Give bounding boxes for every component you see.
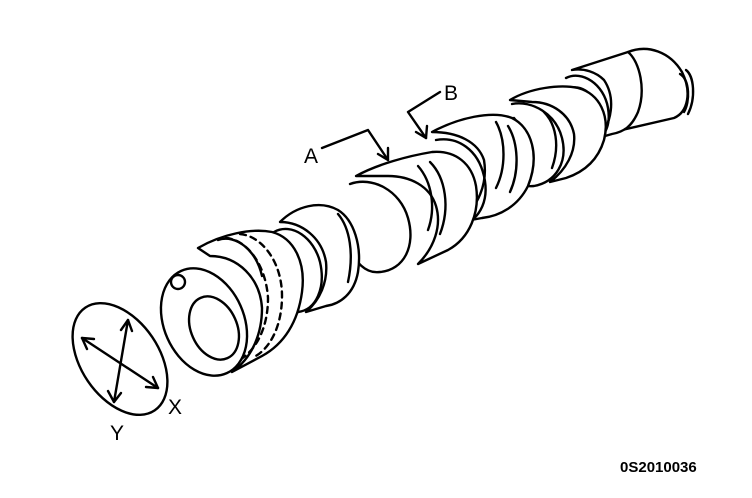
- front-end-face: [159, 267, 249, 377]
- front-journal: [272, 203, 361, 314]
- label-b: B: [444, 82, 458, 105]
- label-a: A: [304, 145, 318, 168]
- label-y: Y: [110, 422, 124, 445]
- figure-code: 0S2010036: [620, 459, 697, 476]
- measurement-cross-section: [71, 301, 169, 417]
- rear-journal: [564, 47, 695, 144]
- label-x: X: [168, 396, 182, 419]
- cam-lobe-a: [348, 150, 479, 274]
- front-bearing: [196, 229, 304, 374]
- leader-lines: [320, 90, 442, 162]
